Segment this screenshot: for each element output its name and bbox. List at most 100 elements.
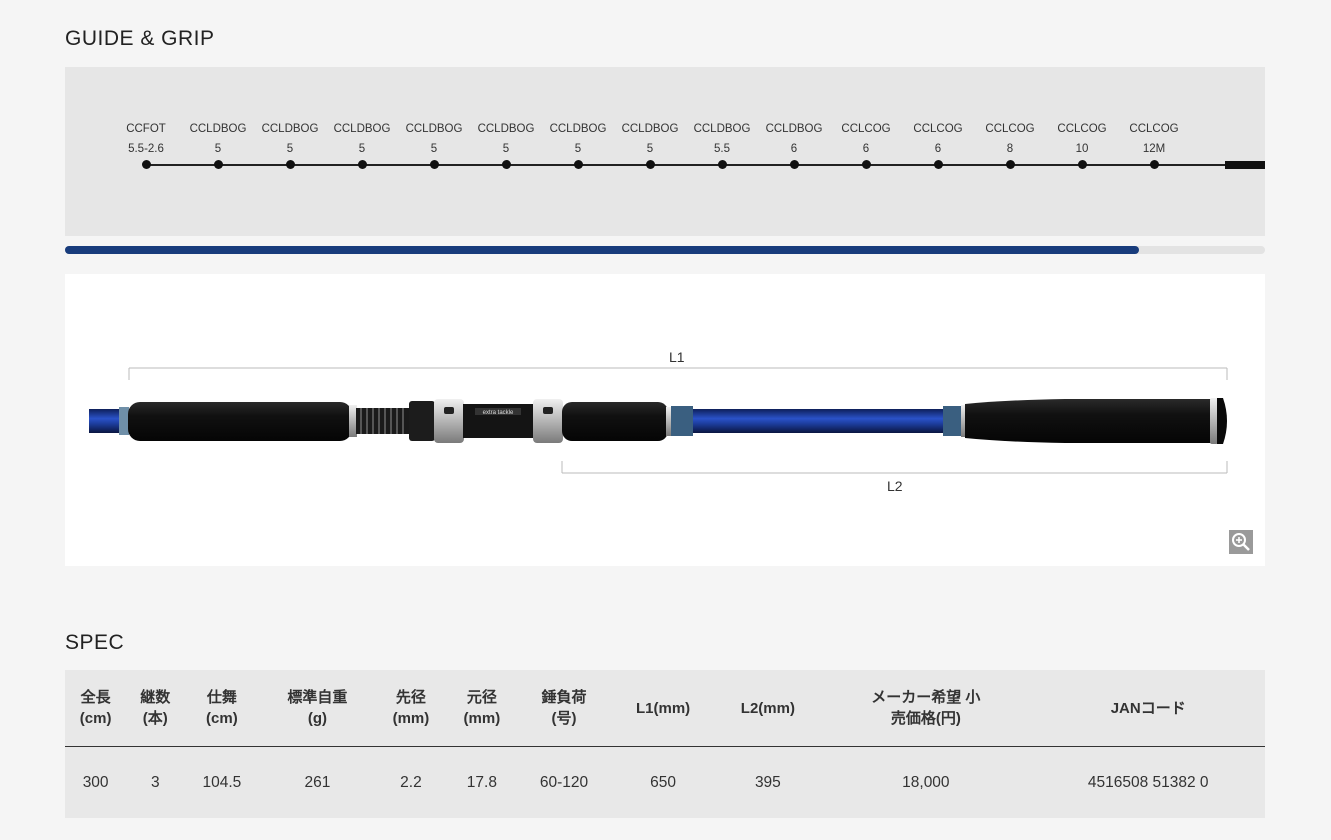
spec-header-cell: メーカー希望 小売価格(円) (820, 670, 1032, 747)
spec-value-cell: 395 (754, 773, 781, 791)
spec-table: 全長(cm)継数(本)仕舞(cm)標準自重(g)先径(mm)元径(mm)錘負荷(… (65, 670, 1265, 818)
guide-size: 6 (862, 143, 870, 155)
guide-label: CCLDBOG 5 (250, 119, 330, 159)
butt-grip (965, 399, 1215, 443)
spec-value-cell: 18,000 (902, 773, 950, 791)
guide-size: 6 (790, 143, 798, 155)
guide-label: CCLDBOG 5 (394, 119, 474, 159)
l2-dimension (561, 461, 1228, 474)
spec-header-cell: 先径 (mm) (375, 670, 447, 747)
spec-header-line2: (cm) (206, 710, 238, 727)
grip-diagram-panel: extra tackle L1 L2 (65, 274, 1265, 566)
guide-dot (861, 160, 871, 169)
butt-cap (1210, 398, 1218, 444)
reel-hood-front (434, 399, 464, 443)
guide-name: CCFOT (126, 123, 166, 135)
spec-header-line2: (mm) (392, 710, 430, 727)
spec-header-line2: (本) (142, 710, 168, 727)
rod-blank-middle (671, 409, 965, 433)
guide-label: CCFOT 5.5-2.6 (106, 119, 186, 159)
guide-size: 5 (430, 143, 438, 155)
spec-value-cell: 3 (150, 773, 160, 791)
spec-header-line1: 標準自重 (287, 689, 348, 706)
zoom-in-button[interactable] (1229, 530, 1253, 554)
reel-seat-threads (356, 408, 411, 434)
spec-header-line2: (mm) (463, 710, 501, 727)
guide-size: 8 (1006, 143, 1014, 155)
scrollbar-thumb[interactable] (65, 246, 1139, 254)
rod-butt-bar (1225, 161, 1265, 169)
rear-grip (562, 402, 668, 441)
guide-name: CCLCOG (841, 123, 891, 135)
guide-dot (933, 160, 943, 169)
guide-name: CCLDBOG (765, 123, 823, 135)
guide-size: 5 (286, 143, 294, 155)
spec-header-cell: 錘負荷(号) (517, 670, 611, 747)
spec-header-line1: 錘負荷 (541, 689, 587, 706)
spec-header-cell: 標準自重 (g) (259, 670, 376, 747)
guide-size: 5 (358, 143, 366, 155)
spec-value-cell: 4516508 51382 0 (1087, 773, 1209, 791)
guide-label: CCLDBOG 6 (754, 119, 834, 159)
guide-name: CCLCOG (1129, 123, 1179, 135)
guide-size: 5 (574, 143, 582, 155)
guide-label: CCLDBOG 5 (610, 119, 690, 159)
guide-dot (573, 160, 583, 169)
guide-dot (789, 160, 799, 169)
spec-header-line1: 仕舞 (206, 689, 237, 706)
spec-value-cell: 650 (650, 773, 677, 791)
rod-line (146, 164, 1226, 166)
rod-grip-illustration: extra tackle (89, 367, 1228, 474)
guide-dot (1005, 160, 1015, 169)
spec-header-line2: (g) (307, 710, 327, 727)
spec-header-line1: 先径 (395, 689, 426, 706)
guide-name: CCLCOG (1057, 123, 1107, 135)
spec-header-cell: 仕舞 (cm) (184, 670, 260, 747)
guide-dot (1149, 160, 1159, 169)
guide-dot (1077, 160, 1087, 169)
guide-name: CCLDBOG (477, 123, 535, 135)
horizontal-scrollbar[interactable] (65, 246, 1265, 254)
spec-value-cell: 300 (82, 773, 109, 791)
spec-value-cell: 60-120 (539, 773, 589, 791)
guide-grip-title: GUIDE & GRIP (65, 27, 215, 50)
guide-name: CCLDBOG (261, 123, 319, 135)
spec-header-cell: 全長(cm) (65, 670, 127, 747)
guide-size: 12M (1142, 143, 1166, 155)
guide-label: CCLCOG 8 (970, 119, 1050, 159)
spec-header-line1: JANコード (1110, 699, 1186, 717)
spec-value-cell: 261 (304, 773, 331, 791)
guide-label: CCLCOG 12M (1114, 119, 1194, 159)
guide-name: CCLCOG (985, 123, 1035, 135)
guide-label: CCLCOG 6 (826, 119, 906, 159)
spec-header-line1: 継数 (140, 689, 171, 706)
spec-header-line2: 売価格(円) (890, 710, 961, 727)
guide-size: 5.5-2.6 (128, 143, 164, 155)
spec-header-line1: 全長 (80, 689, 111, 706)
guide-size: 5 (646, 143, 654, 155)
spec-value-cell: 17.8 (466, 773, 497, 791)
guide-name: CCLDBOG (693, 123, 751, 135)
guide-name: CCLCOG (913, 123, 963, 135)
guide-dot (429, 160, 439, 169)
fore-grip (128, 402, 352, 441)
reel-seat-logo: extra tackle (483, 410, 514, 416)
guide-dot (645, 160, 655, 169)
spec-title: SPEC (65, 631, 125, 654)
l2-label: L2 (887, 478, 903, 494)
guide-name: CCLDBOG (621, 123, 679, 135)
guide-dot (141, 160, 151, 169)
zoom-in-icon (1232, 533, 1250, 551)
l1-label: L1 (669, 349, 685, 365)
guide-dot (285, 160, 295, 169)
reel-hood-rear (533, 399, 563, 443)
spec-value-cell: 2.2 (400, 773, 422, 791)
guide-name: CCLDBOG (189, 123, 247, 135)
guide-name: CCLDBOG (405, 123, 463, 135)
